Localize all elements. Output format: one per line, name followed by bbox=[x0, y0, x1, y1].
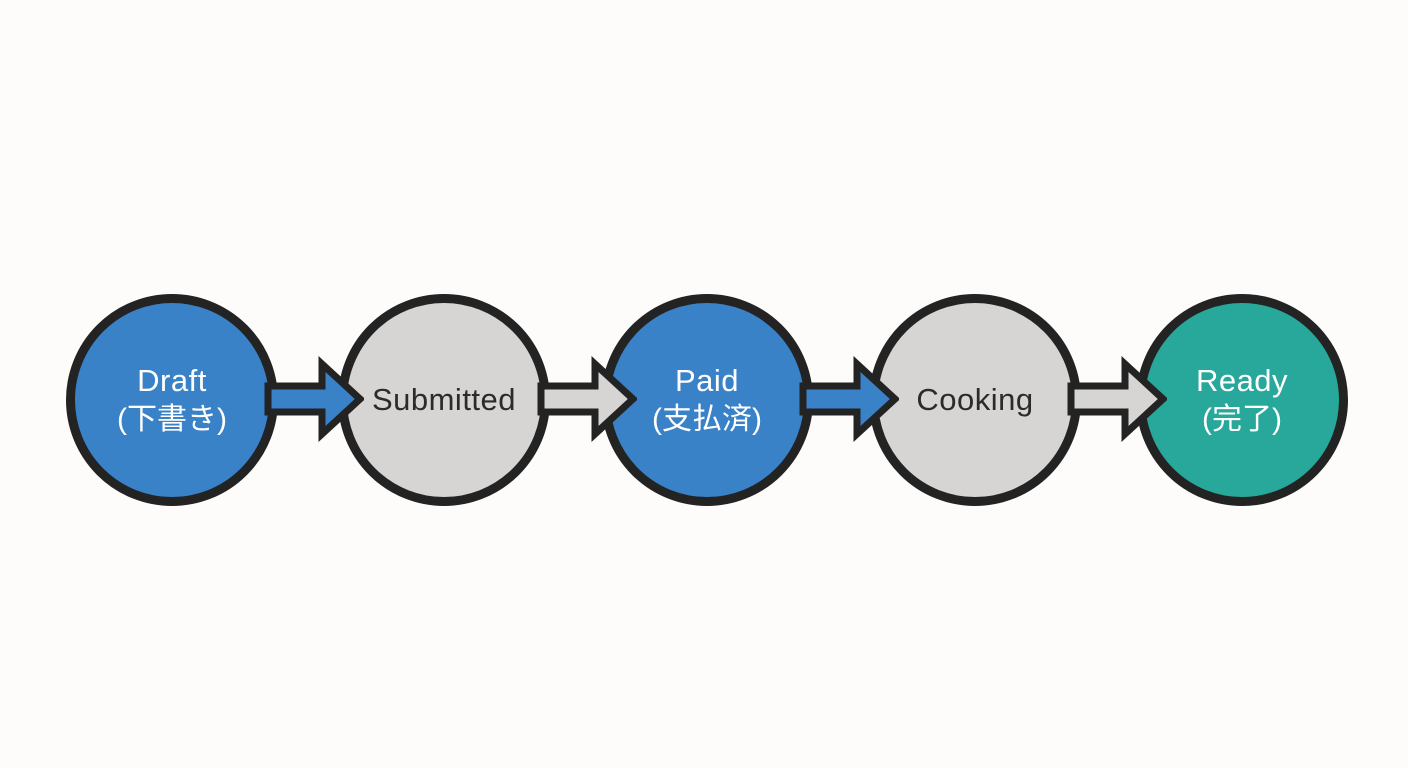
arrow-paid-to-cooking-icon bbox=[799, 356, 899, 442]
arrow-draft-to-submitted-icon bbox=[264, 356, 364, 442]
stage-draft-sublabel: (下書き) bbox=[117, 402, 227, 436]
stage-cooking: Cooking bbox=[869, 294, 1081, 506]
stage-ready: Ready (完了) bbox=[1136, 294, 1348, 506]
arrow-submitted-to-paid-icon bbox=[537, 356, 637, 442]
stage-cooking-label: Cooking bbox=[916, 381, 1034, 417]
stage-paid-sublabel: (支払済) bbox=[652, 402, 762, 436]
stage-ready-label: Ready bbox=[1195, 362, 1289, 398]
arrow-cooking-to-ready-icon bbox=[1067, 356, 1167, 442]
stage-draft: Draft (下書き) bbox=[66, 294, 278, 506]
stage-draft-label: Draft bbox=[137, 362, 207, 398]
stage-submitted: Submitted bbox=[338, 294, 550, 506]
stage-ready-sublabel: (完了) bbox=[1202, 402, 1282, 436]
stage-paid-label: Paid bbox=[674, 362, 740, 398]
stage-submitted-label: Submitted bbox=[371, 381, 517, 417]
